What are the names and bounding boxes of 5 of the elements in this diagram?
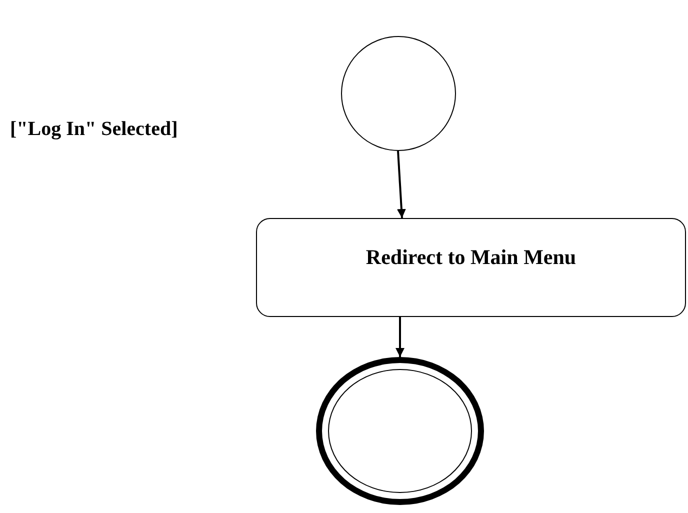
arrow bbox=[396, 150, 406, 218]
action-label: Redirect to Main Menu bbox=[366, 245, 576, 270]
action-box bbox=[256, 218, 686, 317]
arrow bbox=[396, 317, 404, 357]
guard-condition-label: ["Log In" Selected] bbox=[10, 118, 178, 141]
